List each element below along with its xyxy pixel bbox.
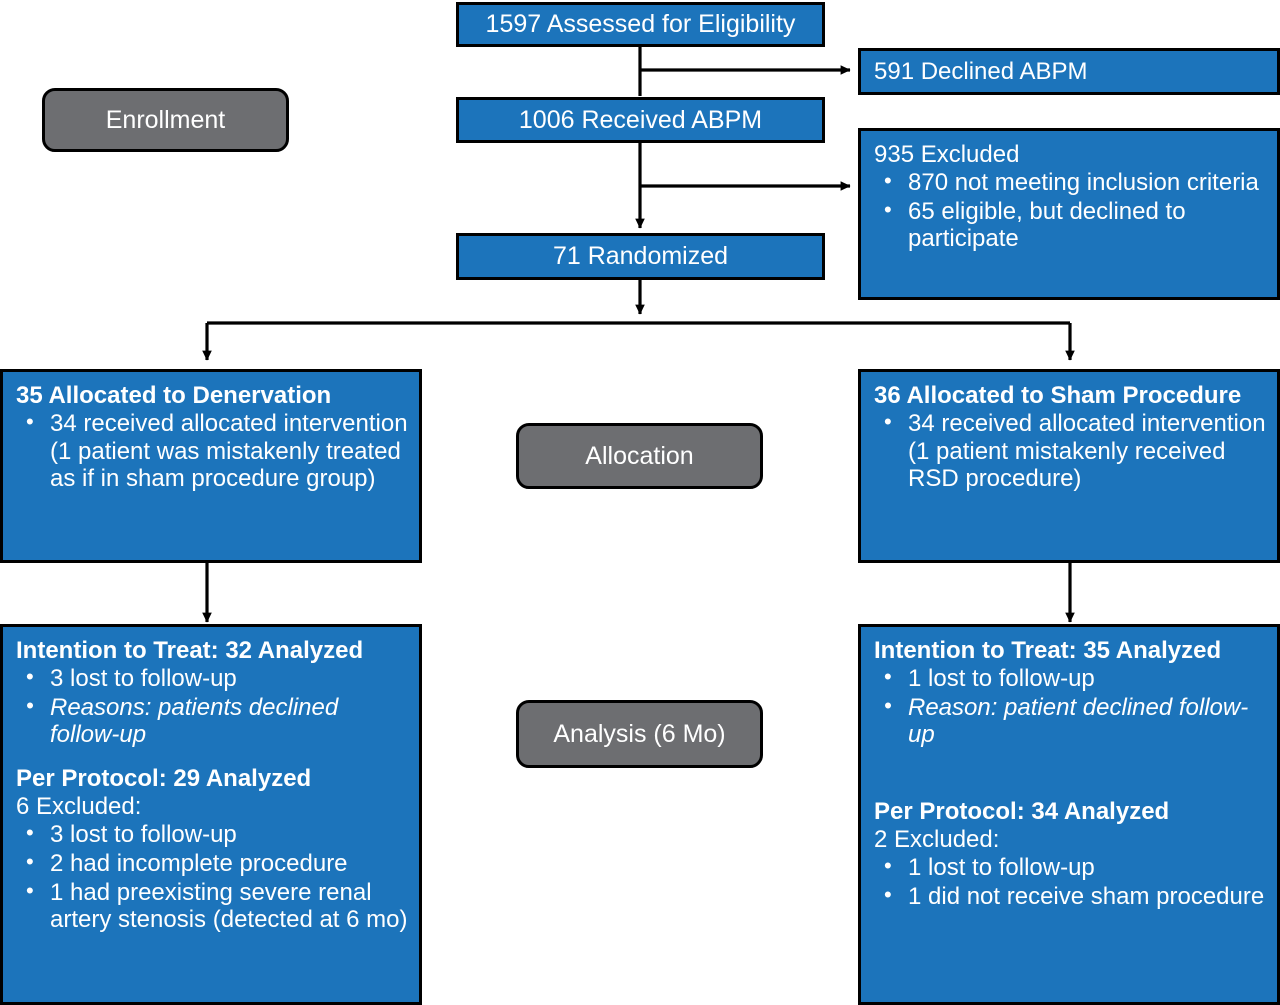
- spacer: [16, 750, 409, 765]
- itt-list-left: 3 lost to follow-up Reasons: patients de…: [16, 664, 409, 750]
- node-assessed-label: 1597 Assessed for Eligibility: [485, 10, 796, 38]
- node-assessed-for-eligibility: 1597 Assessed for Eligibility: [456, 2, 825, 47]
- pp-list-right: 1 lost to follow-up 1 did not receive sh…: [874, 853, 1267, 911]
- node-analysis-sham: Intention to Treat: 35 Analyzed 1 lost t…: [858, 624, 1280, 1005]
- node-allocated-sham-header: 36 Allocated to Sham Procedure: [874, 382, 1242, 409]
- pp-subhead-right: 2 Excluded:: [874, 826, 1000, 854]
- node-excluded: 935 Excluded 870 not meeting inclusion c…: [858, 128, 1280, 300]
- itt-list-right: 1 lost to follow-up Reason: patient decl…: [874, 664, 1267, 750]
- pp-header-left: Per Protocol: 29 Analyzed: [16, 765, 312, 793]
- node-excluded-list: 870 not meeting inclusion criteria 65 el…: [874, 168, 1267, 254]
- spacer: [874, 750, 1267, 798]
- node-received-abpm: 1006 Received ABPM: [456, 97, 825, 143]
- node-allocated-denervation: 35 Allocated to Denervation 34 received …: [0, 369, 422, 563]
- pp-subhead-left: 6 Excluded:: [16, 793, 142, 821]
- stage-pill-allocation: Allocation: [516, 423, 763, 489]
- stage-pill-analysis: Analysis (6 Mo): [516, 700, 763, 768]
- list-item: 1 lost to follow-up: [884, 664, 1267, 693]
- node-randomized: 71 Randomized: [456, 233, 825, 280]
- pp-header-right: Per Protocol: 34 Analyzed: [874, 798, 1170, 826]
- list-item: 65 eligible, but declined to participate: [884, 197, 1267, 254]
- list-item: 870 not meeting inclusion criteria: [884, 168, 1267, 197]
- node-received-label: 1006 Received ABPM: [518, 105, 763, 134]
- node-allocated-denervation-header: 35 Allocated to Denervation: [16, 382, 332, 409]
- node-declined-label: 591 Declined ABPM: [874, 58, 1088, 85]
- stage-label-enrollment: Enrollment: [105, 105, 226, 134]
- node-declined-abpm: 591 Declined ABPM: [858, 48, 1280, 95]
- stage-pill-enrollment: Enrollment: [42, 88, 289, 152]
- node-analysis-denervation: Intention to Treat: 32 Analyzed 3 lost t…: [0, 624, 422, 1005]
- node-allocated-sham: 36 Allocated to Sham Procedure 34 receiv…: [858, 369, 1280, 563]
- list-item: Reasons: patients declined follow-up: [26, 693, 409, 750]
- node-excluded-header: 935 Excluded: [874, 141, 1020, 168]
- list-item: 34 received allocated intervention (1 pa…: [26, 409, 409, 493]
- node-allocated-sham-list: 34 received allocated intervention (1 pa…: [874, 409, 1267, 493]
- node-allocated-denervation-list: 34 received allocated intervention (1 pa…: [16, 409, 409, 493]
- list-item: 1 had preexisting severe renal artery st…: [26, 878, 409, 935]
- itt-header-left: Intention to Treat: 32 Analyzed: [16, 637, 364, 664]
- list-item: 1 did not receive sham procedure: [884, 882, 1267, 911]
- list-item: 1 lost to follow-up: [884, 853, 1267, 882]
- stage-label-analysis: Analysis (6 Mo): [553, 719, 726, 748]
- list-item: 3 lost to follow-up: [26, 820, 409, 849]
- list-item: Reason: patient declined follow-up: [884, 693, 1267, 750]
- list-item: 2 had incomplete procedure: [26, 849, 409, 878]
- itt-header-right: Intention to Treat: 35 Analyzed: [874, 637, 1222, 664]
- list-item: 3 lost to follow-up: [26, 664, 409, 693]
- list-item: 34 received allocated intervention (1 pa…: [884, 409, 1267, 493]
- node-randomized-label: 71 Randomized: [552, 242, 729, 270]
- stage-label-allocation: Allocation: [585, 441, 694, 470]
- pp-list-left: 3 lost to follow-up 2 had incomplete pro…: [16, 820, 409, 935]
